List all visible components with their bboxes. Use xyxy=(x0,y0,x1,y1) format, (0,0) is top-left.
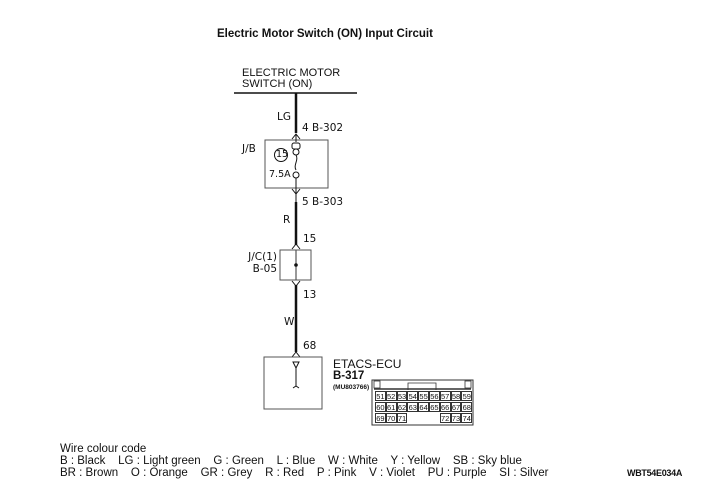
connector-pin: 56 xyxy=(429,391,440,401)
connector-pin: 74 xyxy=(461,412,473,423)
ecu-name: ETACS-ECU xyxy=(333,357,402,371)
fuse-terminal xyxy=(292,171,300,179)
pin-label-b302: 4 B-302 xyxy=(302,122,344,134)
pin-label-68: 68 xyxy=(303,340,317,352)
connector-pin: 62 xyxy=(396,401,408,412)
connector-pin: 51 xyxy=(375,391,386,401)
fuse-rating: 7.5A xyxy=(269,169,291,180)
connector-pin: 64 xyxy=(418,401,429,412)
diagram-title: Electric Motor Switch (ON) Input Circuit xyxy=(217,28,433,40)
ecu-input-symbol xyxy=(292,361,300,370)
fuse-number: 15 xyxy=(276,149,289,160)
connector-pin: 72 xyxy=(439,412,451,423)
connector-pin: 52 xyxy=(385,391,397,401)
connector-pin: 65 xyxy=(429,401,440,412)
figure-code: WBT54E034A xyxy=(627,468,683,478)
connector-pin: 57 xyxy=(439,391,451,401)
connector-pin: 71 xyxy=(396,412,408,423)
legend-line2: BR : Brown O : Orange GR : Grey R : Red … xyxy=(60,467,549,479)
connector-pin: 53 xyxy=(396,391,408,401)
pin-label-b303: 5 B-303 xyxy=(302,196,344,208)
fuse-number-circle xyxy=(274,148,288,162)
connector-pin: 68 xyxy=(461,401,473,412)
legend-heading: Wire colour code xyxy=(60,443,147,455)
fuse-terminal xyxy=(292,148,300,156)
ecu-connector-id: B-317 xyxy=(333,370,365,382)
pin-label-15: 15 xyxy=(303,233,317,245)
connector-key xyxy=(407,382,437,390)
connector-pin: 67 xyxy=(450,401,462,412)
connector-pin: 73 xyxy=(450,412,462,423)
wire-colour-legend: Wire colour code B : Black LG : Light gr… xyxy=(60,443,549,479)
connector-pin: 58 xyxy=(450,391,462,401)
joint-node xyxy=(294,263,298,267)
joint-connector-line1: J/C(1) xyxy=(248,251,277,263)
fuse-element xyxy=(294,154,298,171)
wire-color-r: R xyxy=(283,214,291,226)
connector-pin: 70 xyxy=(385,412,397,423)
connector-pin: 66 xyxy=(439,401,451,412)
switch-label-line2: SWITCH (ON) xyxy=(242,78,313,90)
ecu-box xyxy=(263,356,323,410)
connector-pin: 55 xyxy=(418,391,429,401)
connector-pin: 59 xyxy=(461,391,473,401)
connector-pin: 63 xyxy=(407,401,419,412)
connector-pin: 69 xyxy=(375,412,386,423)
connector-pin: 61 xyxy=(385,401,397,412)
pin-label-13: 13 xyxy=(303,289,317,301)
switch-label: ELECTRIC MOTOR SWITCH (ON) xyxy=(242,68,340,90)
legend-line1: B : Black LG : Light green G : Green L :… xyxy=(60,455,522,467)
joint-connector-label: J/C(1) B-05 xyxy=(241,251,277,275)
connector-pin: 60 xyxy=(375,401,386,412)
junction-block-label: J/B xyxy=(242,143,256,155)
connector-pin: 54 xyxy=(407,391,419,401)
joint-connector-line2: B-05 xyxy=(252,263,277,275)
wire-color-w: W xyxy=(284,316,295,328)
ecu-part-number: (MU803766) xyxy=(333,384,370,391)
wire-color-lg: LG xyxy=(277,111,291,123)
switch-label-line1: ELECTRIC MOTOR xyxy=(242,67,341,79)
